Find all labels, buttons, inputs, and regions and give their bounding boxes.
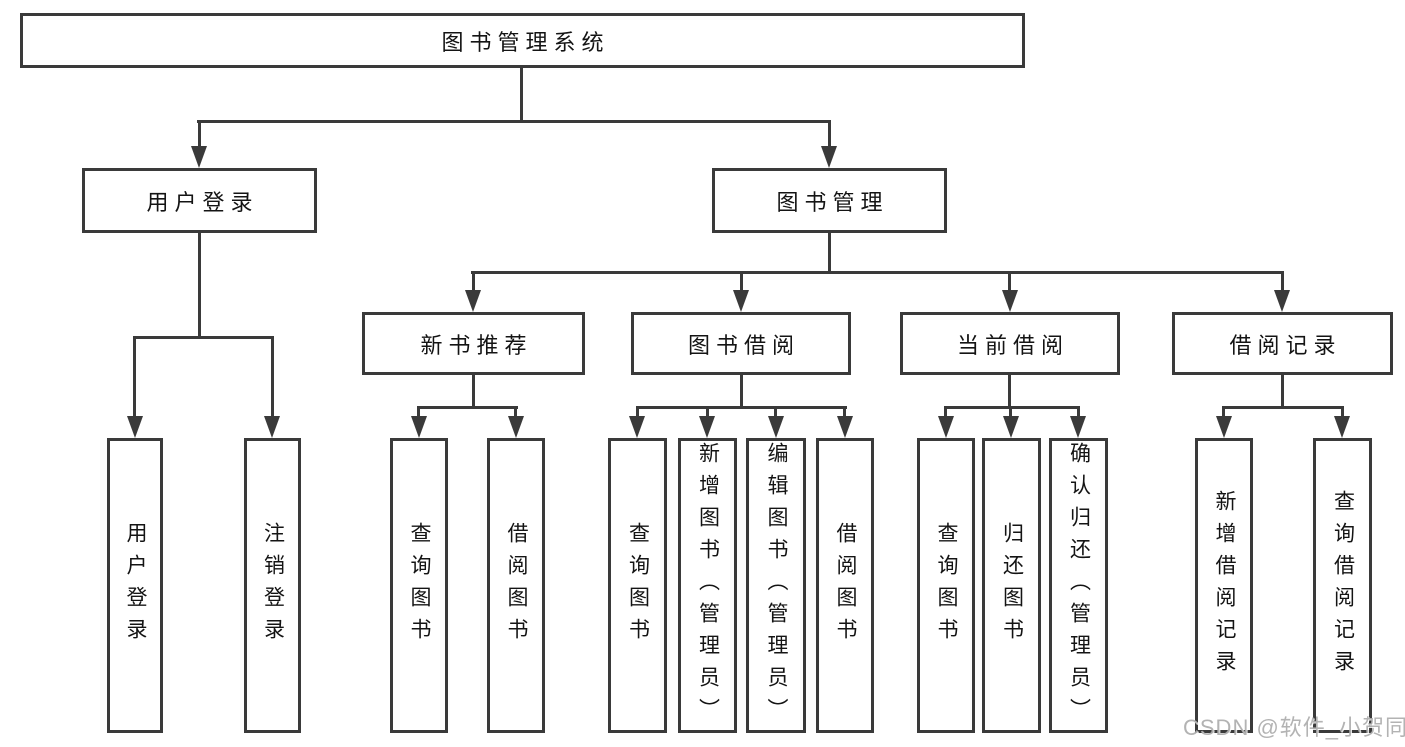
connector-vline — [944, 406, 947, 418]
arrow-down-icon — [733, 290, 749, 312]
connector-hline — [636, 406, 847, 409]
arrow-down-icon — [1334, 416, 1350, 438]
node-borrow-books-under-recommend-label: 借阅图书 — [505, 521, 528, 650]
connector-hline — [417, 406, 518, 409]
arrow-down-icon — [1003, 416, 1019, 438]
node-borrow-books-under-recommend: 借阅图书 — [487, 438, 545, 733]
connector-vline — [472, 271, 475, 292]
connector-vline — [1341, 406, 1344, 418]
connector-vline — [774, 406, 777, 418]
node-library-system-label: 图书管理系统 — [441, 29, 610, 55]
node-library-system: 图书管理系统 — [20, 13, 1025, 68]
connector-vline — [828, 233, 831, 273]
arrow-down-icon — [938, 416, 954, 438]
node-book-borrowing-label: 图书借阅 — [687, 332, 800, 358]
connector-vline — [198, 233, 201, 338]
node-confirm-return-admin: 确认归还（管理员） — [1049, 438, 1108, 733]
node-user-login-label: 用户登录 — [146, 189, 259, 215]
connector-vline — [1222, 406, 1225, 418]
connector-hline — [133, 336, 274, 339]
connector-vline — [520, 68, 523, 122]
connector-vline — [1281, 271, 1284, 292]
node-borrow-records-label: 借阅记录 — [1229, 332, 1342, 358]
node-query-books-under-recommend-label: 查询图书 — [408, 521, 431, 650]
node-new-book-recommend-label: 新书推荐 — [420, 332, 533, 358]
node-edit-books-admin: 编辑图书（管理员） — [746, 438, 806, 733]
node-logout-leaf-label: 注销登录 — [261, 521, 285, 650]
connector-vline — [740, 375, 743, 409]
csdn-watermark: CSDN @软件_小贺同学 — [1183, 715, 1405, 740]
arrow-down-icon — [1002, 290, 1018, 312]
arrow-down-icon — [465, 290, 481, 312]
connector-vline — [1008, 271, 1011, 292]
arrow-down-icon — [768, 416, 784, 438]
arrow-down-icon — [127, 416, 143, 438]
arrow-down-icon — [837, 416, 853, 438]
connector-vline — [636, 406, 639, 418]
node-query-borrow-record: 查询借阅记录 — [1313, 438, 1372, 733]
arrow-down-icon — [1216, 416, 1232, 438]
node-query-books-under-current-label: 查询图书 — [935, 521, 958, 650]
node-query-books-under-borrowing: 查询图书 — [608, 438, 667, 733]
connector-vline — [843, 406, 846, 418]
node-add-books-admin: 新增图书（管理员） — [678, 438, 737, 733]
arrow-down-icon — [411, 416, 427, 438]
node-edit-books-admin-label: 编辑图书（管理员） — [765, 441, 788, 730]
arrow-down-icon — [1274, 290, 1290, 312]
connector-hline — [1222, 406, 1344, 409]
node-query-borrow-record-label: 查询借阅记录 — [1331, 489, 1355, 682]
node-logout-leaf: 注销登录 — [244, 438, 301, 733]
node-borrow-records: 借阅记录 — [1172, 312, 1393, 375]
node-add-borrow-record-label: 新增借阅记录 — [1213, 489, 1236, 682]
connector-vline — [133, 336, 136, 418]
connector-hline — [471, 271, 1284, 274]
arrow-down-icon — [508, 416, 524, 438]
arrow-down-icon — [699, 416, 715, 438]
connector-vline — [271, 336, 274, 418]
node-query-books-under-current: 查询图书 — [917, 438, 975, 733]
arrow-down-icon — [1070, 416, 1086, 438]
node-user-login-leaf: 用户登录 — [107, 438, 163, 733]
arrow-down-icon — [821, 146, 837, 168]
node-current-borrowing: 当前借阅 — [900, 312, 1120, 375]
node-user-login: 用户登录 — [82, 168, 317, 233]
connector-hline — [197, 120, 831, 123]
node-new-book-recommend: 新书推荐 — [362, 312, 585, 375]
node-book-management: 图书管理 — [712, 168, 947, 233]
connector-vline — [740, 271, 743, 292]
arrow-down-icon — [191, 146, 207, 168]
node-book-management-label: 图书管理 — [776, 189, 889, 215]
node-query-books-under-recommend: 查询图书 — [390, 438, 448, 733]
connector-vline — [706, 406, 709, 418]
node-current-borrowing-label: 当前借阅 — [956, 332, 1069, 358]
connector-vline — [1077, 406, 1080, 418]
connector-vline — [514, 406, 517, 418]
node-add-borrow-record: 新增借阅记录 — [1195, 438, 1253, 733]
node-borrow-books-under-borrowing: 借阅图书 — [816, 438, 874, 733]
node-return-books: 归还图书 — [982, 438, 1041, 733]
connector-vline — [198, 120, 201, 148]
node-user-login-leaf-label: 用户登录 — [124, 521, 147, 650]
node-query-books-under-borrowing-label: 查询图书 — [626, 521, 650, 650]
connector-vline — [1281, 375, 1284, 409]
node-borrow-books-under-borrowing-label: 借阅图书 — [834, 521, 857, 650]
connector-hline — [944, 406, 1080, 409]
connector-vline — [417, 406, 420, 418]
node-confirm-return-admin-label: 确认归还（管理员） — [1067, 441, 1091, 730]
arrow-down-icon — [264, 416, 280, 438]
connector-vline — [472, 375, 475, 409]
connector-vline — [828, 120, 831, 148]
connector-vline — [1009, 406, 1012, 418]
node-book-borrowing: 图书借阅 — [631, 312, 851, 375]
node-return-books-label: 归还图书 — [1000, 521, 1024, 650]
connector-vline — [1008, 375, 1011, 409]
node-add-books-admin-label: 新增图书（管理员） — [696, 441, 720, 730]
arrow-down-icon — [629, 416, 645, 438]
